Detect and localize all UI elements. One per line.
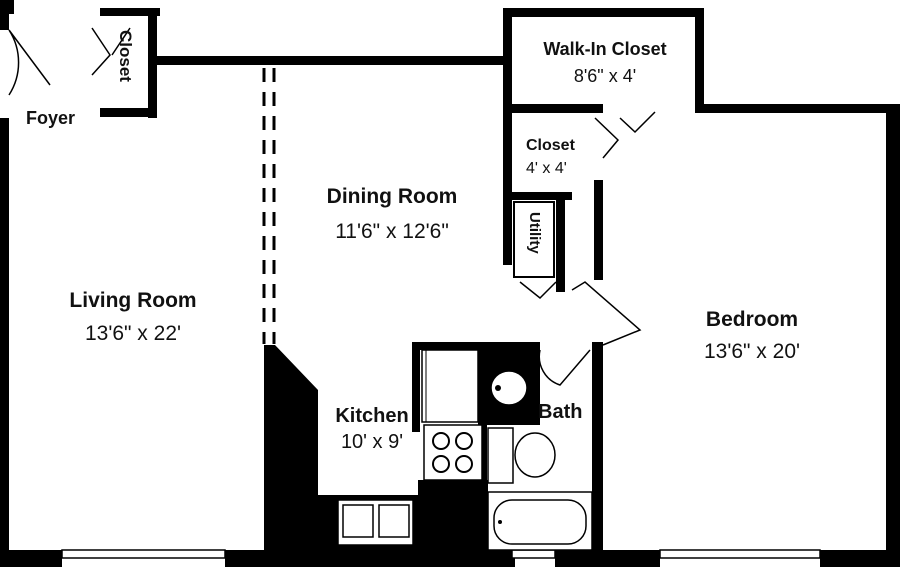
wall-bottom-bath2 [555, 550, 660, 567]
door-utility [519, 281, 557, 300]
wall-bottom-bath [480, 550, 512, 567]
walk-in-closet-dims: 8'6" x 4' [574, 66, 636, 86]
burner [432, 455, 450, 473]
wall-right [886, 104, 900, 567]
kitchen-sep-wall [412, 342, 420, 432]
wall-bedroom-top [695, 104, 900, 113]
living-dining-opening [262, 67, 276, 344]
door-front [8, 29, 51, 96]
wall-walkin-top [503, 8, 703, 17]
wall-entry-closet-bottom [100, 108, 157, 117]
bedroom-dims: 13'6" x 20' [704, 340, 800, 363]
toilet-bowl [514, 432, 556, 478]
living-room-dims: 13'6" x 22' [85, 322, 181, 345]
wall-top-main [152, 56, 512, 65]
toilet-tank [487, 427, 514, 484]
wall-walkin-left [503, 8, 512, 65]
wall-bedroom-left-lower [594, 342, 603, 550]
kitchen-upper-wall [412, 342, 540, 350]
wall-walkin-right [695, 8, 704, 113]
wall-bedroom-left-upper [594, 180, 603, 280]
dining-room-dims: 11'6" x 12'6" [335, 220, 449, 243]
wall-entry-closet-right [148, 8, 157, 118]
kitchen-label: Kitchen [335, 405, 408, 427]
entry-closet-label: Closet [116, 30, 135, 82]
kitchen-wall-block [264, 345, 333, 550]
closet-label: Closet [526, 137, 576, 154]
stove [423, 424, 483, 481]
bath-fixtures [487, 360, 593, 551]
wall-bottom-mid [225, 550, 515, 567]
wall-left [0, 118, 9, 567]
door-bath [538, 349, 591, 386]
bath-label: Bath [538, 401, 582, 423]
door-walkin [619, 111, 656, 134]
living-room-label: Living Room [69, 289, 196, 312]
wall-foyer-left-top [0, 0, 9, 30]
door-entry-closet [91, 27, 131, 76]
room-labels: Foyer Closet Living Room 13'6" x 22' Din… [26, 30, 800, 453]
wall-utility-right [556, 192, 565, 292]
kitchen-fixtures [337, 349, 483, 546]
burner [432, 432, 450, 450]
wall-living-stub [264, 345, 275, 365]
wall-entry-closet-top [100, 8, 160, 16]
wall-closet-left [503, 65, 512, 265]
doors [8, 27, 656, 386]
wall-bottom-left [0, 550, 62, 567]
closet-dims: 4' x 4' [526, 160, 567, 177]
wall-bottom-right [820, 550, 900, 567]
bath-sink [490, 370, 528, 406]
bedroom-label: Bedroom [706, 308, 798, 331]
utility-box [513, 201, 555, 278]
window-bedroom [659, 549, 821, 559]
kitchen-right-block [418, 480, 488, 550]
dining-room-label: Dining Room [327, 185, 458, 208]
window-living [61, 549, 226, 559]
window-bath [511, 549, 556, 559]
wall-closet-bottom [512, 192, 572, 200]
burner [455, 432, 473, 450]
utility-label: Utility [526, 212, 543, 254]
walk-in-closet-label: Walk-In Closet [543, 39, 666, 59]
kitchen-dims: 10' x 9' [341, 431, 403, 453]
burner [455, 455, 473, 473]
wall-closet-walk-divider [503, 104, 595, 113]
door-bedroom [571, 281, 642, 346]
foyer-label: Foyer [26, 108, 75, 128]
door-closet [594, 117, 620, 159]
refrigerator [421, 349, 479, 423]
